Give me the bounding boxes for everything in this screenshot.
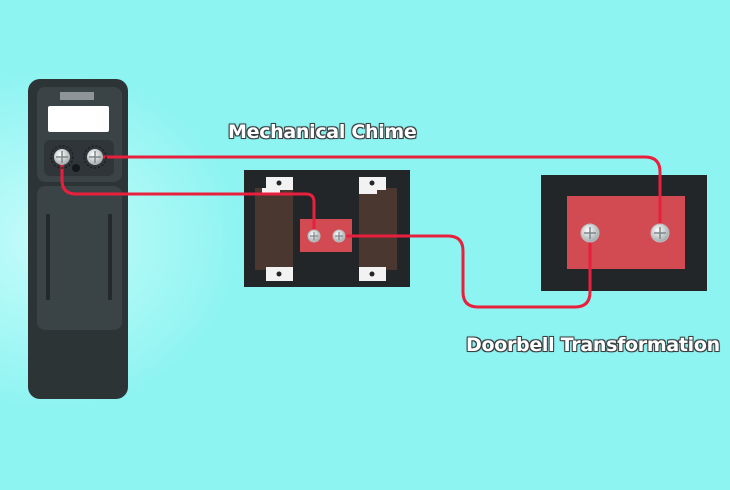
chime-bracket-top-left xyxy=(262,177,293,194)
chime-bracket-bottom-right xyxy=(359,267,386,281)
doorbell-center-hole xyxy=(72,164,80,172)
wire-doorbell-to-chime xyxy=(60,155,316,238)
wire-doorbell-to-transformer xyxy=(93,155,662,234)
doorbell-slot xyxy=(60,92,94,100)
chime-coil-left xyxy=(255,188,293,270)
doorbell-button-icon xyxy=(28,79,128,399)
doorbell-lower-plate xyxy=(37,186,122,330)
doorbell-groove-left xyxy=(46,214,50,300)
screw-terminal-icon xyxy=(650,223,670,243)
screw-terminal-icon xyxy=(307,229,321,243)
label-mechanical-chime: Mechanical Chime xyxy=(228,121,417,143)
screw-terminal-icon xyxy=(83,145,107,169)
doorbell-groove-right xyxy=(108,214,112,300)
chime-coil-right xyxy=(359,188,397,270)
wire-chime-to-transformer xyxy=(337,231,592,309)
mechanical-chime xyxy=(244,170,410,287)
screw-terminal-icon xyxy=(332,229,346,243)
chime-bracket-bottom-left xyxy=(266,267,293,281)
label-doorbell-transformer: Doorbell Transformation xyxy=(466,334,720,356)
screw-terminal-icon xyxy=(50,145,74,169)
doorbell-nameplate xyxy=(48,106,109,132)
doorbell-transformer xyxy=(541,175,707,291)
chime-bracket-top-right xyxy=(359,177,386,194)
screw-terminal-icon xyxy=(580,223,600,243)
